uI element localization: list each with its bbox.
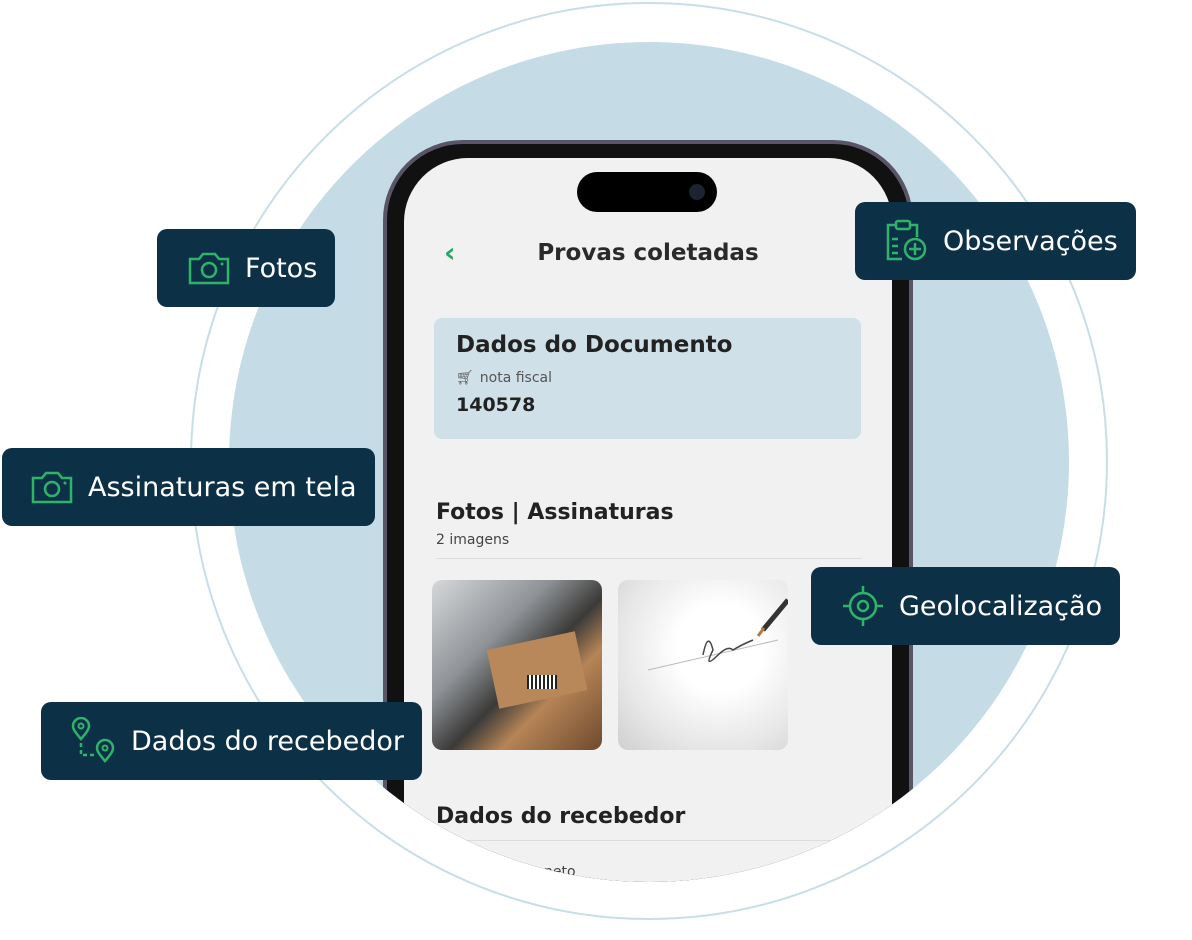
divider xyxy=(436,558,862,559)
signature-photo[interactable] xyxy=(618,580,788,750)
feature-label: Observações xyxy=(943,225,1118,257)
delivery-photo[interactable] xyxy=(432,580,602,750)
feature-assinaturas: Assinaturas em tela xyxy=(2,448,375,526)
feature-fotos: Fotos xyxy=(157,229,336,307)
document-card: Dados do Documento 🛒︎ nota fiscal 140578 xyxy=(434,318,861,439)
photos-heading: Fotos | Assinaturas xyxy=(436,500,674,525)
route-pins-icon xyxy=(71,717,115,763)
receiver-heading: Dados do recebedor xyxy=(436,804,686,829)
feature-label: Assinaturas em tela xyxy=(88,471,357,503)
phone-screen: ‹ Provas coletadas Dados do Documento 🛒︎… xyxy=(404,158,892,882)
feature-geolocalizacao: Geolocalização xyxy=(811,567,1121,645)
clipboard-add-icon xyxy=(886,219,927,261)
camera-icon xyxy=(31,471,73,504)
dynamic-island xyxy=(577,172,717,212)
divider xyxy=(436,840,862,841)
camera-icon xyxy=(689,184,705,200)
feature-label: Dados do recebedor xyxy=(131,725,404,757)
photos-count: 2 imagens xyxy=(436,532,510,548)
feature-recebedor: Dados do recebedor xyxy=(41,702,422,780)
phone-mockup: ‹ Provas coletadas Dados do Documento 🛒︎… xyxy=(383,140,913,882)
feature-observacoes: Observações xyxy=(855,202,1136,280)
target-icon xyxy=(843,586,883,626)
feature-label: Geolocalização xyxy=(899,590,1103,622)
document-type: nota fiscal xyxy=(479,370,553,386)
page-title: Provas coletadas xyxy=(537,240,759,266)
feature-label: Fotos xyxy=(245,252,318,284)
document-heading: Dados do Documento xyxy=(456,332,733,358)
camera-icon xyxy=(188,252,230,285)
cart-icon: 🛒︎ xyxy=(456,370,474,386)
document-number: 140578 xyxy=(456,394,536,416)
back-button[interactable]: ‹ xyxy=(444,236,456,269)
